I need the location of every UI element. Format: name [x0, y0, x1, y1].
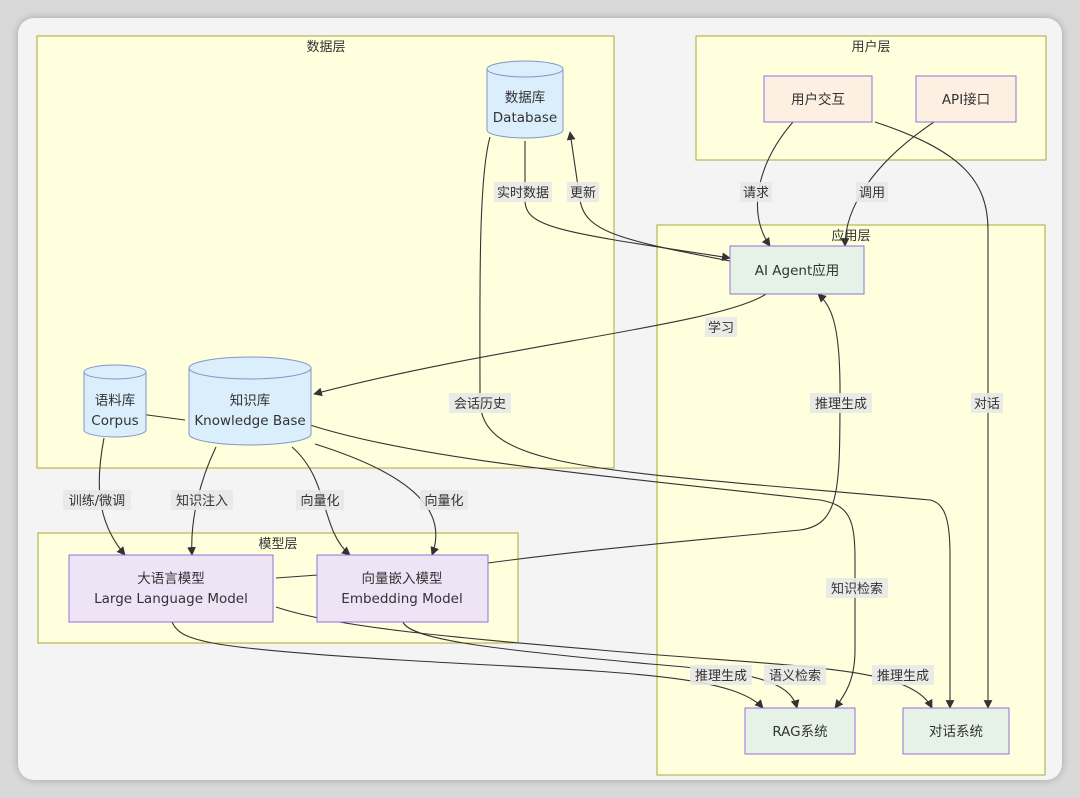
- edge-session-history: [479, 136, 955, 709]
- edge-dialog: [874, 121, 993, 709]
- node-database[interactable]: 数据库 Database: [486, 60, 564, 139]
- edge-label-inference-rag: 推理生成: [695, 669, 747, 684]
- edge-label-knowledge-retrieval: 知识检索: [831, 581, 883, 597]
- edge-label-learn: 学习: [708, 320, 734, 336]
- node-knowledge-base[interactable]: 知识库 Knowledge Base: [188, 356, 312, 446]
- node-chat-label: 对话系统: [929, 724, 983, 740]
- edge-label-request: 请求: [743, 186, 769, 201]
- node-knowledge-base-label-cn: 知识库: [230, 392, 271, 409]
- edge-label-inference-agent: 推理生成: [815, 397, 867, 412]
- node-knowledge-base-label-en: Knowledge Base: [194, 413, 305, 429]
- node-llm[interactable]: 大语言模型 Large Language Model: [68, 554, 274, 623]
- node-llm-label-en: Large Language Model: [94, 591, 248, 607]
- edge-label-inference-chat: 推理生成: [877, 669, 929, 684]
- node-user-interaction[interactable]: 用户交互: [763, 75, 873, 123]
- edge-inference-rag: [171, 621, 764, 709]
- node-embedding[interactable]: 向量嵌入模型 Embedding Model: [316, 554, 489, 623]
- node-embedding-label-cn: 向量嵌入模型: [362, 571, 443, 587]
- cluster-title-model-layer: 模型层: [258, 537, 297, 552]
- edge-label-dialog: 对话: [974, 397, 1000, 412]
- edge-labels: 实时数据 更新 请求 调用 学习 会话历史 推理生成 对话 训练/微调 知识注入…: [63, 182, 1003, 685]
- edge-label-semantic-search: 语义检索: [769, 669, 821, 684]
- cluster-app-layer: 应用层: [656, 224, 1046, 776]
- edge-label-vectorize-2: 向量化: [424, 493, 463, 509]
- edge-label-knowledge-inject: 知识注入: [176, 493, 228, 509]
- node-database-label-cn: 数据库: [505, 90, 546, 106]
- node-api-label: API接口: [942, 91, 990, 108]
- node-user-interaction-label: 用户交互: [791, 91, 845, 108]
- edge-label-vectorize-1: 向量化: [300, 493, 339, 509]
- cluster-title-data-layer: 数据层: [306, 40, 345, 55]
- edge-update: [566, 131, 736, 263]
- architecture-diagram: 数据层 用户层 应用层 模型层 实时数据 更新 请求: [36, 35, 1047, 776]
- node-rag-label: RAG系统: [772, 724, 827, 740]
- edge-semantic-search: [402, 621, 800, 709]
- node-corpus-label-cn: 语料库: [95, 393, 136, 409]
- edge-label-realtime-data: 实时数据: [497, 186, 549, 201]
- node-llm-label-cn: 大语言模型: [137, 571, 205, 587]
- edge-label-session-history: 会话历史: [454, 397, 506, 412]
- edge-learn: [313, 293, 767, 397]
- edge-knowledge-retrieval: [139, 413, 856, 708]
- edge-inference-agent: [275, 294, 841, 579]
- node-agent[interactable]: AI Agent应用: [729, 245, 865, 295]
- cluster-title-user-layer: 用户层: [851, 39, 890, 55]
- node-embedding-label-en: Embedding Model: [341, 591, 462, 607]
- edge-label-train: 训练/微调: [69, 494, 125, 509]
- diagram-frame: 数据层 用户层 应用层 模型层 实时数据 更新 请求: [18, 18, 1062, 780]
- node-api[interactable]: API接口: [915, 75, 1017, 123]
- edge-label-update: 更新: [570, 185, 596, 201]
- node-agent-label: AI Agent应用: [755, 262, 839, 279]
- node-corpus-label-en: Corpus: [91, 413, 138, 429]
- edge-label-invoke: 调用: [859, 186, 885, 201]
- node-corpus[interactable]: 语料库 Corpus: [83, 364, 147, 438]
- node-chat[interactable]: 对话系统: [902, 707, 1010, 755]
- cluster-title-app-layer: 应用层: [831, 228, 870, 244]
- node-rag[interactable]: RAG系统: [744, 707, 856, 755]
- node-database-label-en: Database: [493, 110, 557, 126]
